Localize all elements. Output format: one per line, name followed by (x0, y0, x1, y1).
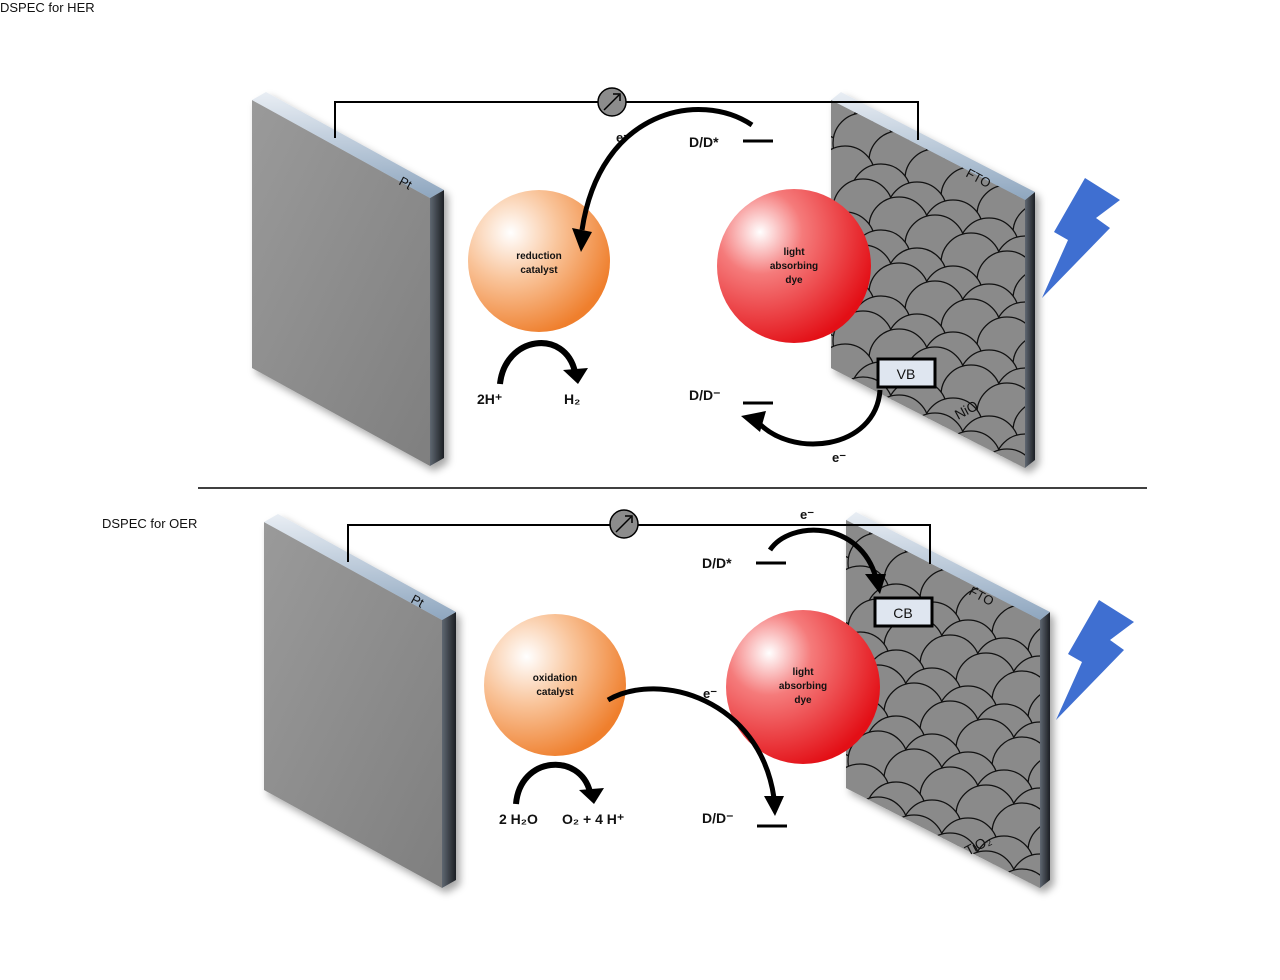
oer-catalyst-text-2: catalyst (536, 687, 574, 698)
oer-nanoparticle (847, 796, 909, 858)
oer-dye-text-1: light (792, 667, 814, 678)
her-nanoparticle (940, 430, 1002, 468)
her-electron-arrow-to-catalyst (579, 107, 754, 231)
her-dye-text-1: light (783, 247, 805, 258)
oer-conduction-band-box (873, 596, 934, 628)
her-hole-transfer-arrow (754, 389, 883, 447)
oer-reduced-state-label: D/D⁻ (702, 810, 734, 826)
oer-dye-text-2: absorbing (779, 681, 827, 692)
her-pt-top (252, 92, 444, 198)
her-product: H₂ (564, 391, 580, 407)
her-hole-transfer-arrowhead (741, 411, 766, 432)
oer-electron-label-top: e⁻ (800, 507, 814, 522)
oer-dye-text-3: dye (794, 695, 812, 706)
oer-nanoparticle (1027, 886, 1040, 888)
oer-circuit-wire (347, 524, 931, 564)
oer-pt-electrode (264, 514, 456, 888)
her-light-absorbing-dye (717, 189, 871, 343)
her-fto-top (831, 92, 1035, 200)
her-nanoparticle (1012, 466, 1025, 468)
oer-product: O₂ + 4 H⁺ (562, 811, 624, 827)
oer-reaction-arrowhead (579, 788, 604, 804)
oer-fto-top (846, 512, 1050, 620)
oer-electron-injection-arrow (767, 527, 879, 579)
her-reaction-arrow (497, 340, 578, 385)
oer-conduction-band-label: CB (893, 605, 912, 621)
oer-panel: Pt FTO TiO₂ oxidation catalyst light abs… (264, 507, 1134, 888)
oer-panel-title: DSPEC for OER (102, 516, 198, 531)
oer-light-absorbing-dye (726, 610, 880, 764)
oer-oxidation-catalyst (484, 614, 626, 756)
oer-reactant: 2 H₂O (499, 811, 538, 827)
oer-nanoparticle (955, 850, 1017, 888)
oer-electron-arrow-to-donor (606, 686, 777, 799)
her-catalyst-text-2: catalyst (520, 265, 558, 276)
oer-electron-injection-arrowhead (865, 574, 886, 594)
oer-electron-arrowhead-to-donor (764, 796, 784, 816)
her-nanoparticle (904, 412, 966, 468)
oer-pt-top (264, 514, 456, 620)
her-reactant: 2H⁺ (477, 391, 502, 407)
ammeter-icon (597, 87, 627, 117)
oer-electron-label-middle: e⁻ (703, 686, 717, 701)
her-reduction-catalyst (468, 190, 610, 332)
oer-pt-face (264, 522, 442, 888)
lightning-bolt-icon (1056, 600, 1134, 720)
her-catalyst-text-1: reduction (516, 251, 562, 262)
oer-excited-state-label: D/D* (702, 555, 732, 571)
her-pt-face (252, 100, 430, 466)
lightning-bolt-icon (1042, 178, 1120, 298)
her-electron-label-bottom: e⁻ (832, 450, 846, 465)
oer-fto-edge (1040, 612, 1050, 888)
her-pt-electrode (252, 92, 444, 466)
oer-nanoparticle (883, 814, 945, 876)
her-valence-band-label: VB (897, 366, 916, 382)
her-dye-text-3: dye (785, 275, 803, 286)
her-pt-edge (430, 190, 444, 466)
ammeter-icon (609, 509, 639, 539)
oer-reaction-arrow (513, 761, 593, 805)
her-reaction-arrowhead (563, 368, 588, 384)
oer-pt-edge (442, 612, 456, 888)
her-electron-arrowhead-to-catalyst (572, 228, 592, 252)
her-excited-state-label: D/D* (689, 134, 719, 150)
her-panel-title: DSPEC for HER (0, 0, 95, 15)
her-fto-edge (1025, 192, 1035, 468)
her-dye-text-2: absorbing (770, 261, 818, 272)
her-panel: Pt FTO NiO reduction catalyst light abso… (252, 87, 1120, 468)
her-valence-band-box (876, 357, 937, 389)
her-reduced-state-label: D/D⁻ (689, 387, 721, 403)
oer-catalyst-text-1: oxidation (533, 673, 577, 684)
